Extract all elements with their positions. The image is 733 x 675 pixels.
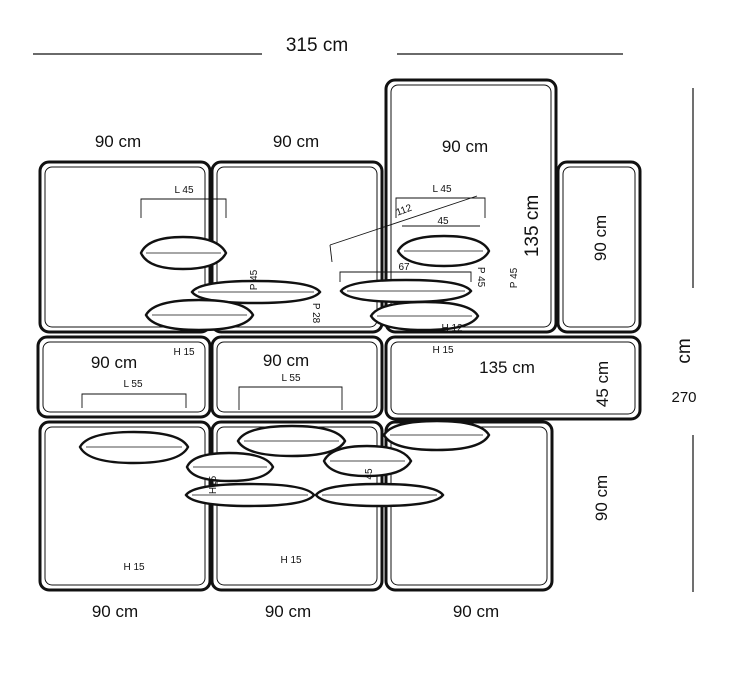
module-r2-c1 [36,335,212,419]
label-row2-height: 45 cm [593,361,612,407]
cushion-9 [382,419,491,452]
cushion-label-l55-a: L 55 [123,379,143,390]
cushion-7 [78,430,190,465]
cushion-label-h15-d: H 15 [280,555,302,566]
label-tall-height: 135 cm [522,195,543,257]
cushion-brackets [81,195,486,410]
top-width-label: 315 cm [286,35,348,56]
modules [36,78,642,592]
cushion-label-h15-e: H15 [208,475,219,494]
label-bottom-col1: 90 cm [92,602,138,621]
cushions [78,234,491,508]
cushion-label-p45-c: P 45 [509,267,520,288]
cushion-label-67: 67 [398,262,410,273]
module-inner-lines [42,84,636,586]
cushion-label-h15-b: H 15 [432,345,454,356]
label-side-module: 90 cm [591,215,610,261]
cushion-label-45-rotated: 45 [364,468,375,480]
cushion-label-45: 45 [437,216,449,227]
module-r1-c3-tall [384,78,558,334]
cushion-label-l45-b: L 45 [432,184,452,195]
cushion-label-h15-c: H 15 [123,562,145,573]
label-row3-height: 90 cm [592,475,611,521]
label-bottom-col2: 90 cm [265,602,311,621]
cushion-label-p28: P 28 [310,303,321,324]
label-row1-col2: 90 cm [273,132,319,151]
cushion-label-l45-a: L 45 [174,185,194,196]
cushion-seams [86,250,483,496]
cushion-label-p45-b: P 45 [475,267,486,288]
right-total-unit: cm [674,338,695,363]
cushion-label-h12: H 12 [441,323,463,334]
label-row2-col2: 90 cm [263,351,309,370]
module-r3-c1 [38,420,212,592]
cushion-label-p45-a: P 45 [249,269,260,290]
cushion-label-112: 112 [395,203,414,219]
label-row2-col3: 135 cm [479,358,535,377]
right-total-value: 270 [671,389,696,406]
module-r2-c3 [384,335,642,421]
cushion-label-h15-a: H 15 [173,347,195,358]
module-r1-side [556,160,642,334]
label-row1-col1: 90 cm [95,132,141,151]
cushion-label-l55-b: L 55 [281,373,301,384]
label-row2-col1: 90 cm [91,353,137,372]
label-row1-col3: 90 cm [442,137,488,156]
module-r2-c2 [210,335,384,419]
label-bottom-col3: 90 cm [453,602,499,621]
